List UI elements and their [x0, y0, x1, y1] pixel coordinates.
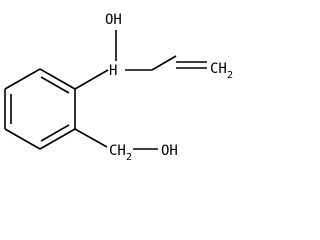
ch2-label: CH: [210, 61, 227, 77]
ring-inner-bond: [40, 124, 70, 142]
ring-bond: [39, 68, 76, 90]
ch2-subscript: 2: [227, 70, 233, 81]
ch-hydrogen-label: H: [109, 63, 117, 79]
ring-inner-bond: [40, 76, 70, 94]
ring-ch2-subscript: 2: [126, 152, 132, 163]
ring-bond: [4, 68, 41, 90]
top-oh-label: OH: [105, 12, 122, 28]
bond-ring-ch2: [74, 128, 108, 148]
ring-ch2-label: CH: [109, 143, 126, 159]
bond-ring-ch: [74, 69, 109, 90]
ring-bond: [39, 128, 76, 150]
bond-vinyl-ch: [151, 55, 177, 71]
molecule-drawing: OH H CH 2 CH 2 OH: [4, 12, 233, 163]
structure-diagram: OH H CH 2 CH 2 OH: [4, 12, 234, 163]
bottom-oh-label: OH: [161, 143, 178, 159]
ring-bond: [4, 128, 41, 150]
